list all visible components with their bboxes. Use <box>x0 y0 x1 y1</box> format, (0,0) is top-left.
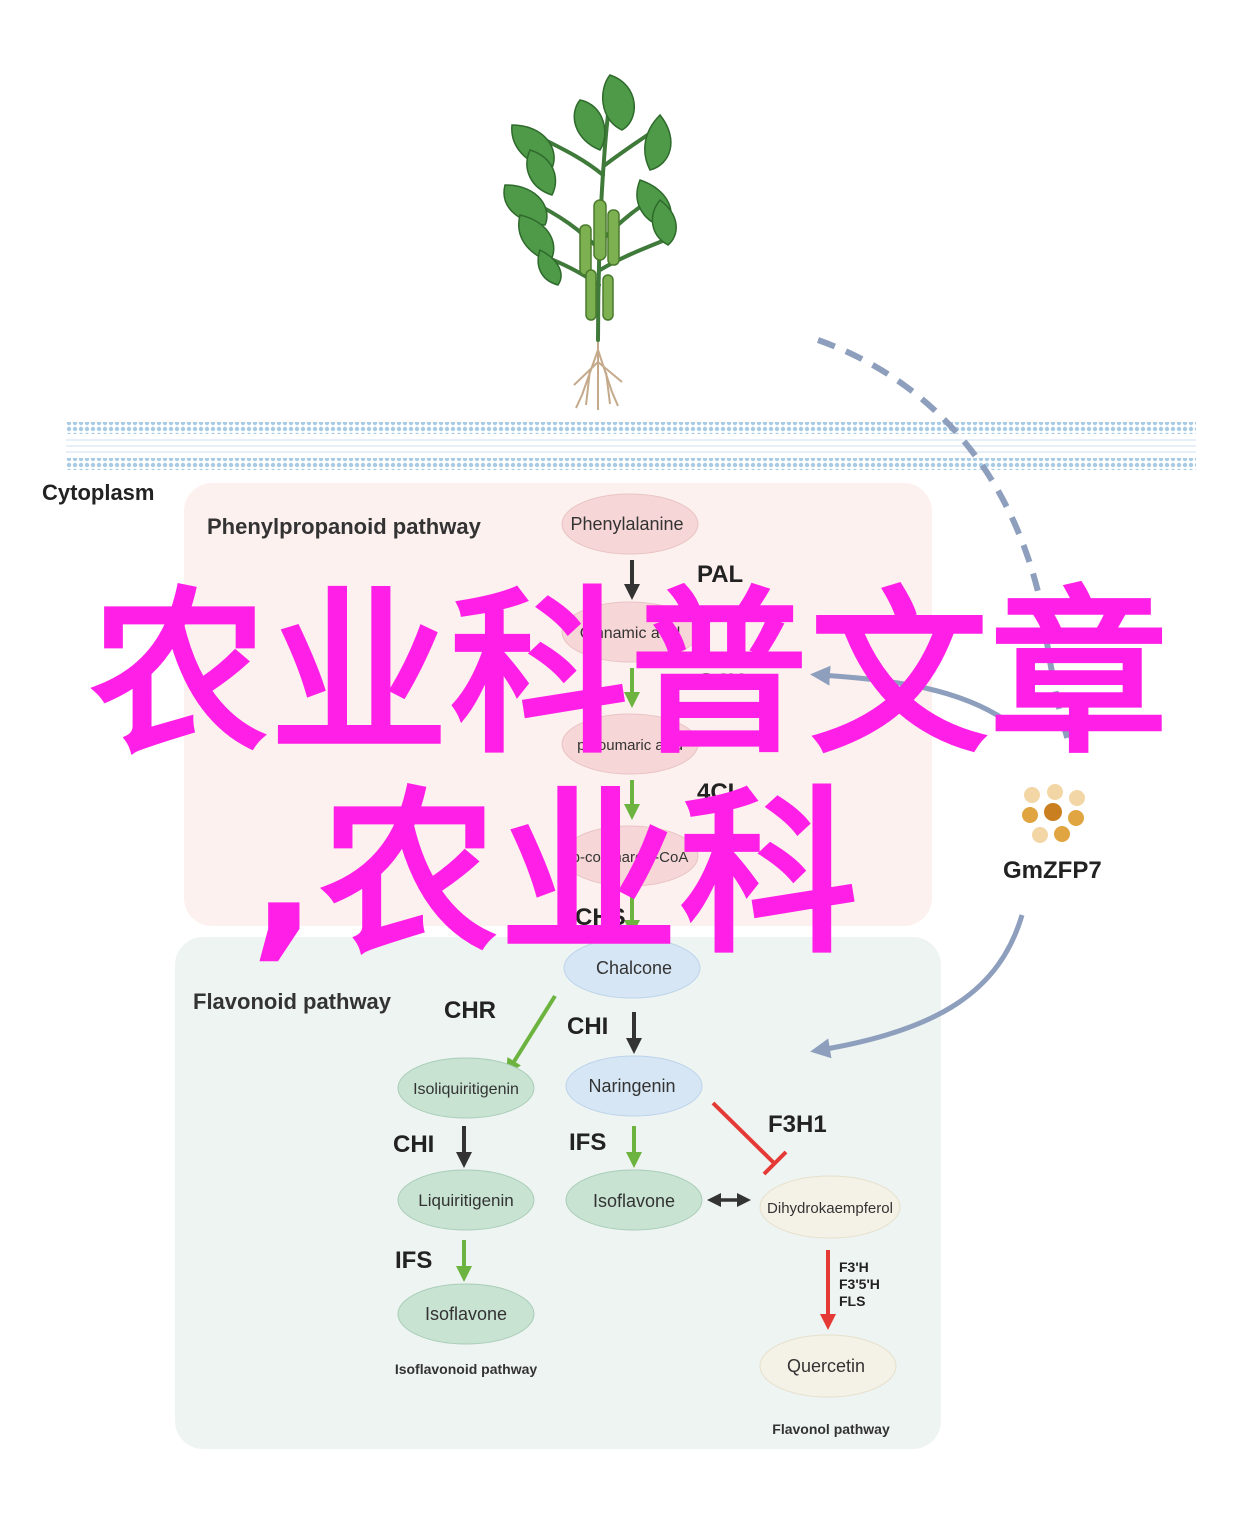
enzyme-pal: PAL <box>697 561 743 588</box>
cytoplasm-label: Cytoplasm <box>42 480 154 505</box>
arrow-chr <box>505 994 557 1075</box>
enzyme-f3h: F3'H <box>839 1259 869 1275</box>
enzyme-fls: FLS <box>839 1293 865 1309</box>
gmzfp7-to-chi-arrow <box>810 914 1025 1059</box>
node-p-coumaroyl-coa: p-coumaroyl-CoA <box>561 825 699 887</box>
enzyme-chs: CHS <box>575 904 626 931</box>
enzyme-chr: CHR <box>444 997 496 1024</box>
gmzfp7-label: GmZFP7 <box>1003 857 1102 884</box>
node-isoflavone-mid: Isoflavone <box>565 1169 703 1231</box>
gmzfp7-to-c4h-arrow <box>810 665 1007 723</box>
enzyme-4cl: 4CL <box>697 779 742 806</box>
node-cinnamic-acid: Cinnamic acid <box>561 601 699 663</box>
isoflavonoid-pathway-label: Isoflavonoid pathway <box>395 1361 538 1377</box>
flavonol-pathway-label: Flavonol pathway <box>772 1421 890 1437</box>
node-dihydrokaempferol: Dihydrokaempferol <box>759 1175 901 1239</box>
node-isoflavone-left: Isoflavone <box>397 1283 535 1345</box>
svg-text:Isoliquiritigenin: Isoliquiritigenin <box>413 1081 519 1098</box>
inhibit-f3h1 <box>711 1101 777 1166</box>
enzyme-f3h1: F3H1 <box>768 1111 827 1138</box>
phenylpropanoid-panel <box>184 483 932 926</box>
node-phenylalanine: Phenylalanine <box>561 493 699 555</box>
node-chalcone: Chalcone <box>563 937 701 999</box>
svg-text:Isoflavone: Isoflavone <box>593 1191 675 1211</box>
node-p-coumaric-acid: p-coumaric acid <box>561 713 699 775</box>
svg-text:Dihydrokaempferol: Dihydrokaempferol <box>767 1200 893 1217</box>
svg-text:Liquiritigenin: Liquiritigenin <box>418 1191 513 1210</box>
protein-cluster-icon <box>1022 784 1085 843</box>
svg-text:p-coumaroyl-CoA: p-coumaroyl-CoA <box>572 849 689 866</box>
root-icon <box>573 340 623 410</box>
enzyme-chi-left: CHI <box>393 1131 434 1158</box>
svg-text:Quercetin: Quercetin <box>787 1356 865 1376</box>
enzyme-chi-mid: CHI <box>567 1013 608 1040</box>
soybean-plant-illustration <box>503 74 677 410</box>
enzyme-ifs-left: IFS <box>395 1247 432 1274</box>
flavonoid-title: Flavonoid pathway <box>193 989 392 1014</box>
svg-text:Phenylalanine: Phenylalanine <box>570 514 683 534</box>
node-isoliquiritigenin: Isoliquiritigenin <box>397 1057 535 1119</box>
enzyme-f35h: F3'5'H <box>839 1276 880 1292</box>
flavonoid-panel <box>175 937 941 1449</box>
node-liquiritigenin: Liquiritigenin <box>397 1169 535 1231</box>
enzyme-ifs-mid: IFS <box>569 1129 606 1156</box>
cell-membrane <box>66 422 1196 470</box>
svg-text:p-coumaric acid: p-coumaric acid <box>577 737 683 754</box>
node-naringenin: Naringenin <box>565 1055 703 1117</box>
enzyme-c4h: C4H <box>697 669 745 696</box>
svg-text:Cinnamic acid: Cinnamic acid <box>580 625 680 642</box>
phenylpropanoid-title: Phenylpropanoid pathway <box>207 514 482 539</box>
svg-text:Naringenin: Naringenin <box>588 1076 675 1096</box>
node-quercetin: Quercetin <box>759 1334 897 1398</box>
svg-text:Isoflavone: Isoflavone <box>425 1304 507 1324</box>
svg-text:Chalcone: Chalcone <box>596 958 672 978</box>
